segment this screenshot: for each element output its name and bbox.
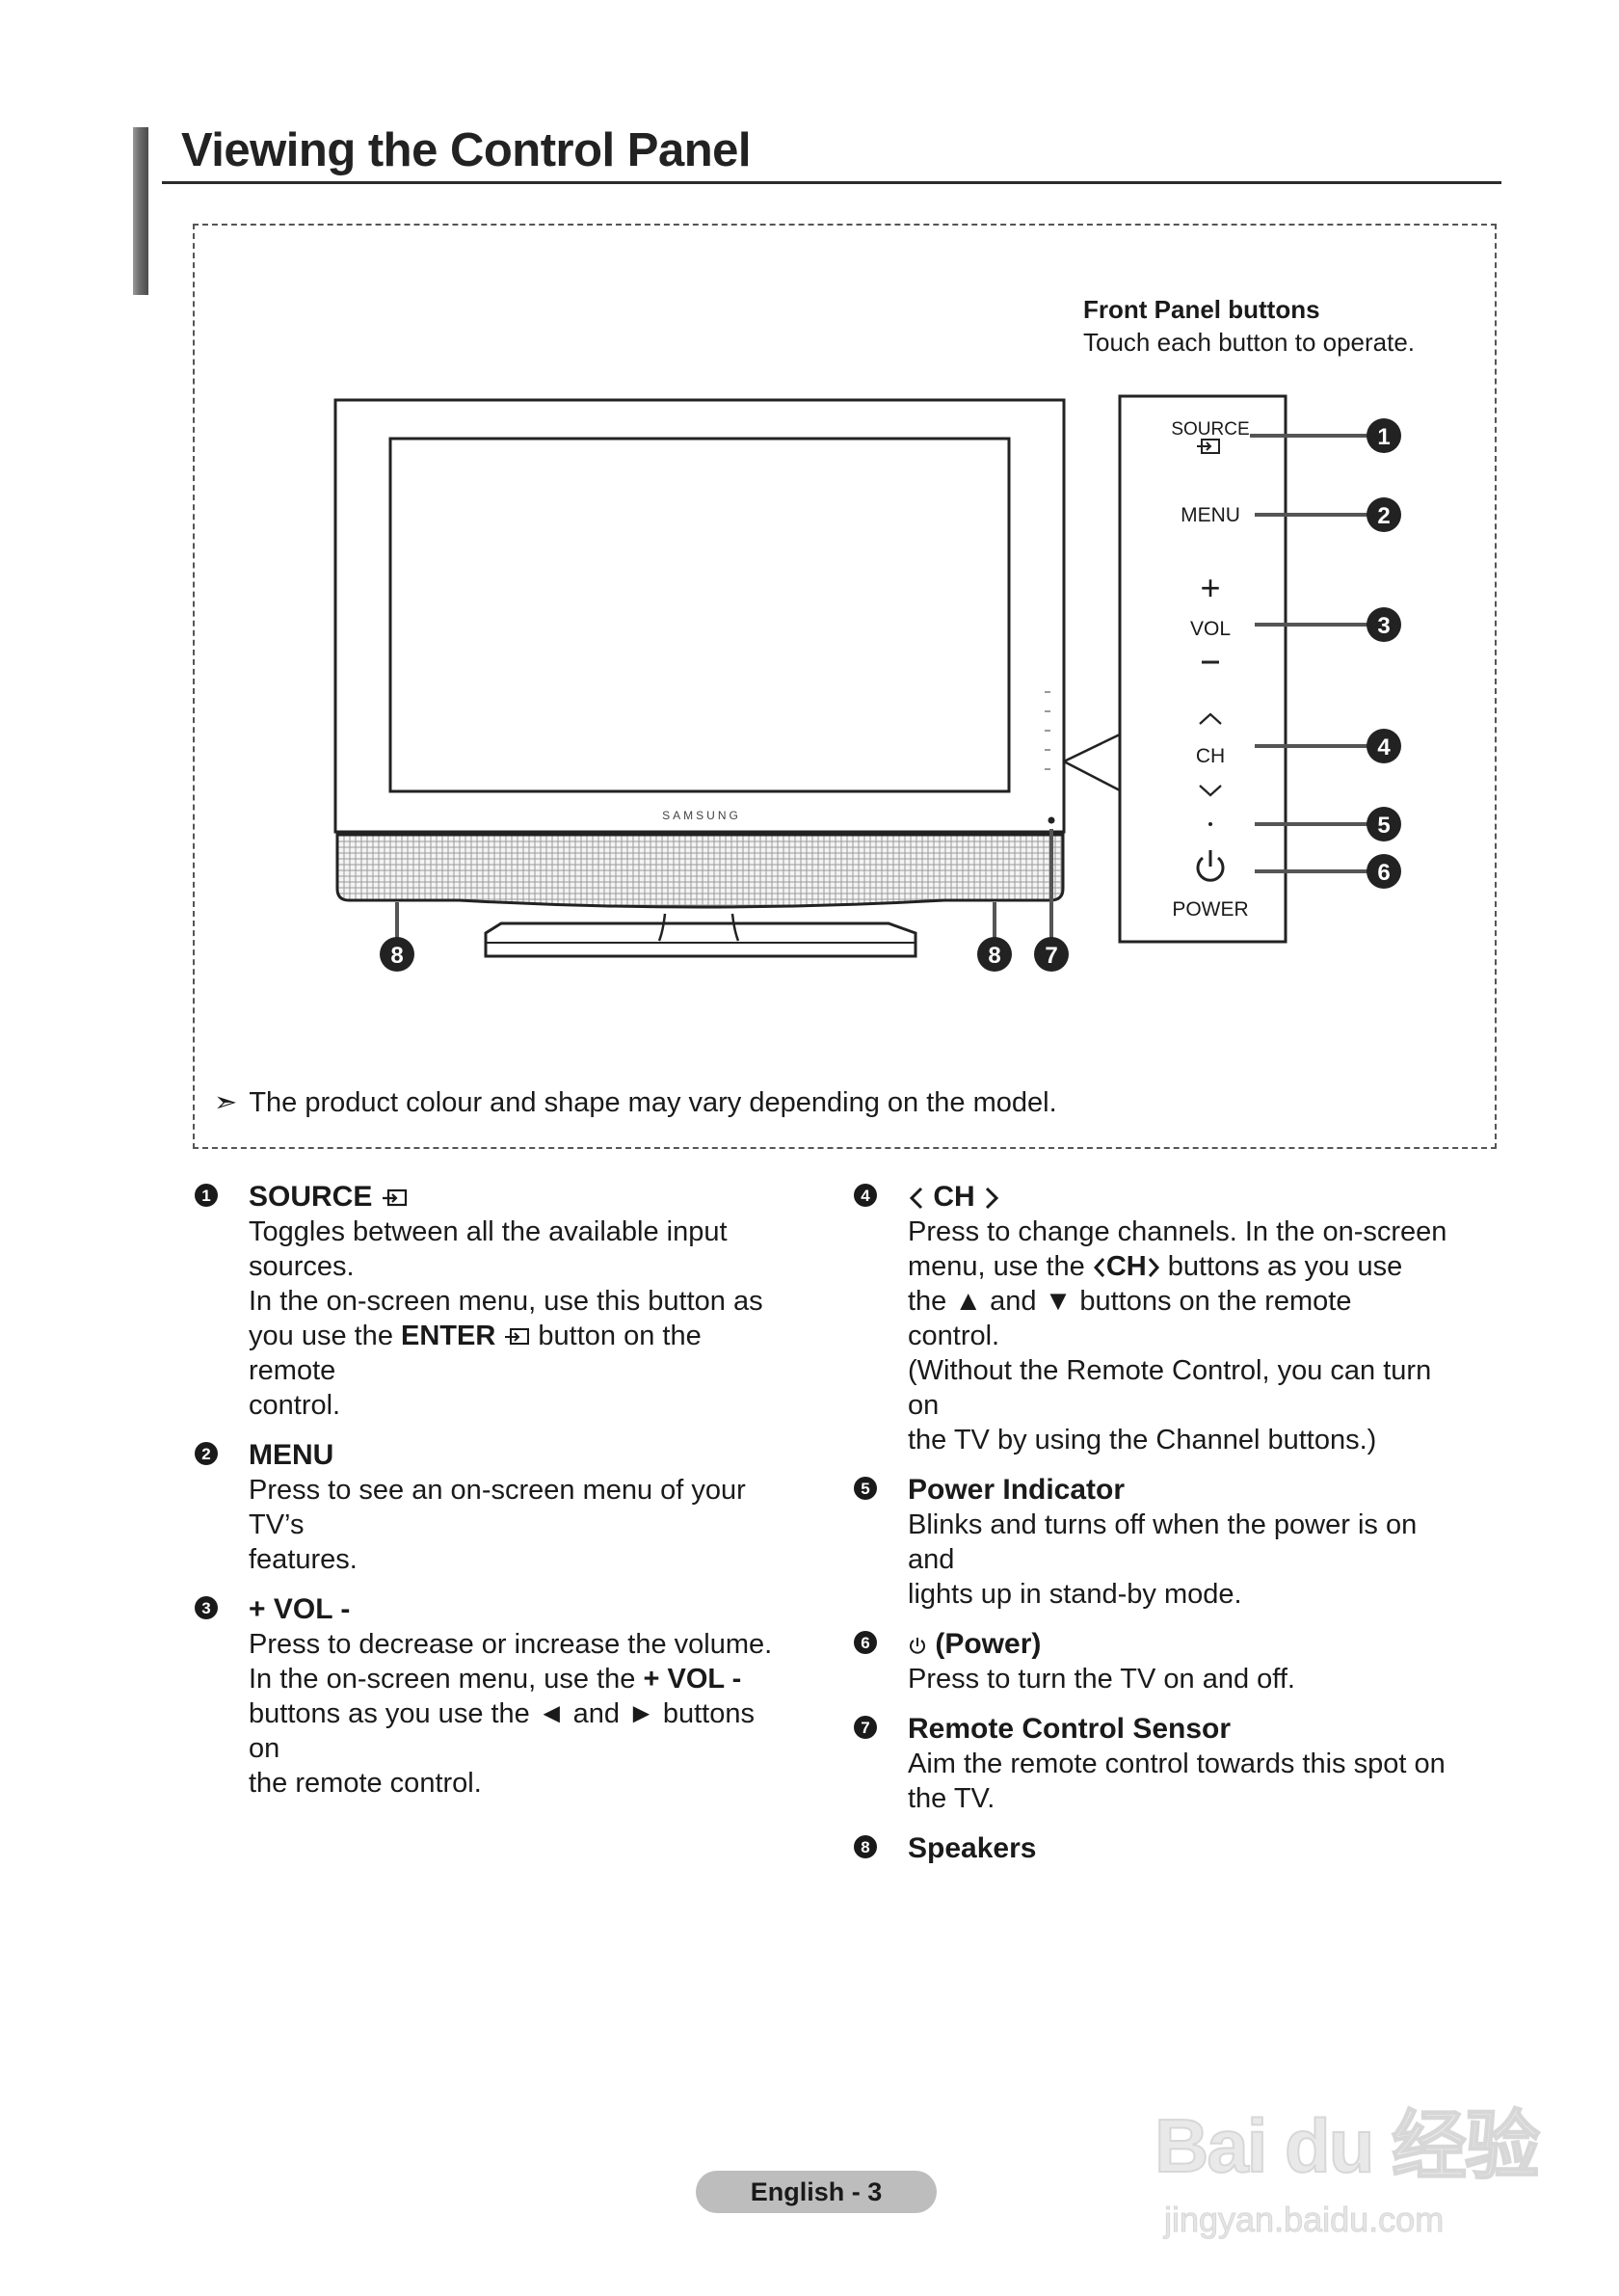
- front-panel-title: Front Panel buttons: [1083, 295, 1320, 324]
- enter-icon: [505, 1328, 530, 1346]
- tv-body: SAMSUNG: [333, 398, 1066, 958]
- item-number-badge: 7: [854, 1716, 877, 1739]
- item-body: Press to decrease or increase the volume…: [249, 1629, 773, 1799]
- item-body: Blinks and turns off when the power is o…: [908, 1509, 1418, 1610]
- svg-text:8: 8: [390, 943, 403, 969]
- svg-text:7: 7: [1045, 943, 1057, 969]
- page-title: Viewing the Control Panel: [181, 124, 752, 176]
- tv-stand: [484, 921, 917, 958]
- title-accent-bar: [133, 127, 148, 295]
- power-button-label: POWER: [1172, 898, 1248, 921]
- power-indicator-dot: [1048, 816, 1055, 824]
- chevron-right-icon: [985, 1188, 999, 1210]
- item-remote-sensor: 7 Remote Control Sensor Aim the remote c…: [852, 1712, 1449, 1816]
- callout-8-right: 8: [977, 937, 1012, 972]
- item-number-badge: 3: [195, 1596, 218, 1619]
- speaker-grille: [335, 833, 1065, 909]
- page-number-badge: English - 3: [696, 2171, 937, 2213]
- item-power-indicator: 5 Power Indicator Blinks and turns off w…: [852, 1473, 1449, 1612]
- callout-6: 6: [1367, 854, 1401, 889]
- item-body: Aim the remote control towards this spot…: [908, 1749, 1446, 1814]
- watermark: Bai du 经验 jingyan.baidu.com: [1154, 2086, 1541, 2250]
- svg-text:1: 1: [1377, 424, 1390, 450]
- item-ch: 4 CH Press to change channels. In the on…: [852, 1180, 1449, 1457]
- item-power: 6 (Power) Press to turn the TV on and of…: [852, 1627, 1449, 1696]
- model-note: ➣ The product colour and shape may vary d…: [214, 1085, 1057, 1119]
- watermark-logo: Bai du 经验: [1154, 2102, 1541, 2189]
- leader-lines: [395, 434, 1368, 940]
- item-menu: 2 MENU Press to see an on-screen menu of…: [193, 1438, 790, 1577]
- callout-3: 3: [1367, 607, 1401, 642]
- svg-text:5: 5: [1377, 813, 1390, 839]
- callout-2: 2: [1367, 497, 1401, 532]
- svg-text:8: 8: [988, 943, 1000, 969]
- item-source: 1 SOURCE Toggles between all the availab…: [193, 1180, 790, 1423]
- item-number-badge: 2: [195, 1442, 218, 1465]
- callout-7: 7: [1034, 937, 1069, 972]
- item-vol: 3 + VOL - Press to decrease or increase …: [193, 1592, 790, 1801]
- note-arrow-icon: ➣: [214, 1087, 238, 1118]
- note-text: The product colour and shape may vary de…: [249, 1087, 1057, 1118]
- source-icon: [1197, 439, 1220, 454]
- power-icon: [910, 1638, 925, 1654]
- item-number-badge: 5: [854, 1477, 877, 1500]
- source-icon: [382, 1188, 407, 1207]
- ch-button-label: CH: [1196, 745, 1225, 767]
- item-number-badge: 4: [854, 1184, 877, 1207]
- item-title: (Power): [935, 1628, 1042, 1660]
- diagram-frame: [193, 224, 1497, 1149]
- watermark-url: jingyan.baidu.com: [1163, 2200, 1445, 2240]
- chevron-left-icon: [909, 1188, 923, 1210]
- callout-1: 1: [1367, 418, 1401, 453]
- vol-button-label: VOL: [1190, 618, 1231, 640]
- callout-4: 4: [1367, 729, 1401, 763]
- item-body: Press to turn the TV on and off.: [908, 1664, 1295, 1695]
- chevron-right-icon: [1148, 1258, 1159, 1278]
- item-title: CH: [933, 1181, 975, 1213]
- item-title: Power Indicator: [908, 1474, 1126, 1506]
- front-panel-subtitle: Touch each button to operate.: [1083, 328, 1416, 357]
- item-speakers: 8 Speakers: [852, 1831, 1449, 1866]
- svg-text:6: 6: [1377, 860, 1390, 886]
- control-panel-box: [1118, 394, 1287, 944]
- item-body: Toggles between all the available input …: [249, 1216, 763, 1421]
- callout-8-left: 8: [380, 937, 414, 972]
- source-button-label: SOURCE: [1171, 419, 1249, 440]
- descriptions-right: 4 CH Press to change channels. In the on…: [852, 1180, 1449, 1882]
- ch-down-icon: [1199, 785, 1222, 797]
- svg-text:4: 4: [1377, 734, 1391, 761]
- ch-up-icon: [1199, 712, 1222, 725]
- svg-text:3: 3: [1377, 613, 1390, 639]
- item-title: MENU: [249, 1439, 334, 1471]
- power-indicator-icon: [1208, 822, 1212, 826]
- item-body: Press to see an on-screen menu of your T…: [249, 1475, 746, 1575]
- menu-button-label: MENU: [1181, 504, 1240, 526]
- svg-text:2: 2: [1377, 503, 1390, 529]
- item-body: Press to change channels. In the on-scre…: [908, 1216, 1447, 1455]
- item-number-badge: 1: [195, 1184, 218, 1207]
- item-title: Remote Control Sensor: [908, 1713, 1232, 1745]
- item-title: SOURCE: [249, 1181, 373, 1213]
- title-rule: [162, 181, 1501, 184]
- tv-diagram: SAMSUNG SOURCE MENU + VOL CH: [333, 394, 1401, 972]
- vol-plus-icon: +: [1200, 568, 1220, 607]
- power-icon: [1196, 850, 1225, 882]
- item-number-badge: 8: [854, 1835, 877, 1858]
- chevron-left-icon: [1093, 1258, 1104, 1278]
- brand-label: SAMSUNG: [662, 809, 741, 822]
- item-number-badge: 6: [854, 1631, 877, 1654]
- item-title: + VOL -: [249, 1593, 351, 1625]
- descriptions-left: 1 SOURCE Toggles between all the availab…: [193, 1180, 790, 1816]
- callout-5: 5: [1367, 807, 1401, 841]
- item-title: Speakers: [908, 1832, 1037, 1864]
